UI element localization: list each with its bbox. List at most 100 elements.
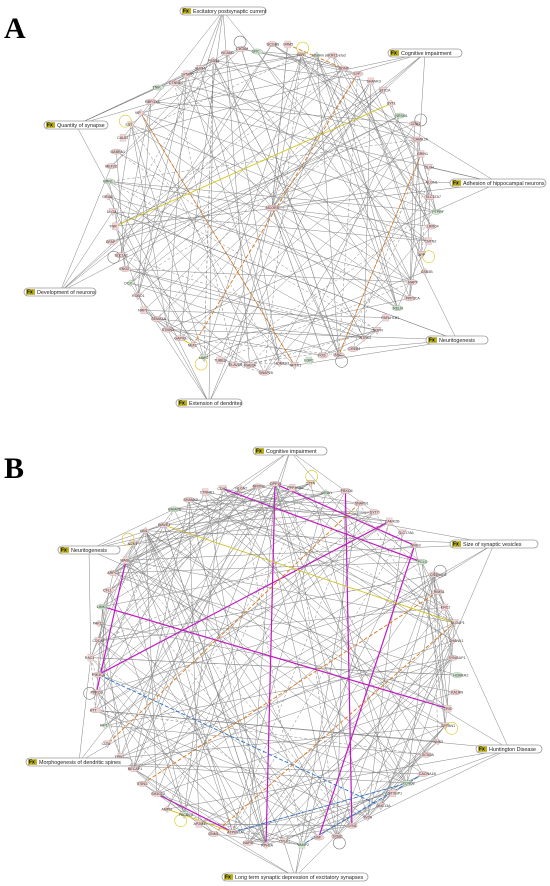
gene-node[interactable]: GFAP — [106, 239, 118, 245]
gene-node[interactable]: KIF11 — [327, 52, 339, 59]
gene-node[interactable]: GSK3B — [421, 267, 434, 276]
gene-node[interactable]: ELAVL4 — [228, 362, 242, 368]
gene-node[interactable]: VAMP2 — [297, 841, 309, 849]
gene-node[interactable]: CLTA — [102, 740, 112, 749]
gene-node[interactable]: BDNF — [337, 65, 350, 72]
gene-node[interactable]: GAP43 — [174, 335, 186, 342]
gene-node[interactable]: TNIK — [153, 84, 164, 91]
gene-node[interactable]: KCNQ2 — [401, 780, 415, 786]
gene-node[interactable]: DLG2 — [107, 208, 118, 217]
gene-node[interactable]: HTT — [90, 707, 102, 714]
gene-node[interactable]: ANK3 — [434, 737, 443, 746]
gene-node[interactable]: ABI1 — [140, 527, 150, 535]
gene-node[interactable]: TUBB3 — [214, 356, 226, 365]
gene-node[interactable]: CDC42 — [93, 637, 105, 646]
gene-node[interactable]: CREB1 — [347, 346, 360, 352]
gene-node[interactable]: NRXN2 — [252, 483, 265, 490]
gene-node[interactable]: CPLX1 — [279, 837, 290, 846]
center-node[interactable] — [264, 204, 280, 212]
gene-node[interactable]: GRM5 — [283, 40, 293, 49]
gene-node[interactable]: SLC1A2 — [107, 250, 128, 264]
gene-node[interactable]: SNAP91 — [353, 500, 369, 507]
gene-node[interactable]: SV2A — [363, 813, 373, 822]
gene-node[interactable]: STX1A — [378, 86, 391, 95]
gene-node[interactable]: RAC1 — [85, 653, 95, 662]
gene-node[interactable]: ERC2 — [441, 603, 451, 612]
gene-node[interactable]: VIP — [135, 109, 145, 117]
gene-node[interactable]: PAFAH1B1 — [381, 313, 399, 322]
gene-node[interactable]: NSF — [313, 834, 325, 841]
gene-node[interactable]: RPH3A — [261, 841, 274, 849]
gene-node[interactable]: NLGN1 — [426, 178, 438, 186]
gene-node[interactable]: GRIA1 — [321, 489, 332, 497]
gene-node[interactable]: RBFOX3 — [145, 98, 160, 105]
gene-node[interactable]: SRC — [251, 48, 263, 55]
gene-node[interactable]: CNTN2 — [424, 237, 436, 245]
gene-node[interactable]: STXBP1 — [388, 789, 402, 798]
gene-node[interactable]: WAVE1 — [158, 522, 170, 528]
gene-node[interactable]: AP2M1 — [194, 820, 206, 828]
gene-node[interactable]: SNAP25 — [258, 370, 273, 376]
gene-node[interactable]: ROBO1 — [132, 292, 145, 301]
gene-node[interactable]: SEMA3A — [151, 316, 166, 322]
gene-node[interactable]: ENO2 — [119, 266, 131, 272]
gene-node[interactable]: CTNND2 — [168, 80, 184, 86]
gene-node[interactable]: DNM1 — [208, 831, 220, 837]
gene-node[interactable]: NCAM1 — [220, 50, 234, 56]
gene-node[interactable]: EAR1 — [296, 41, 310, 60]
gene-node[interactable]: STMN2 — [162, 326, 174, 333]
gene-node[interactable]: PPP3CA — [404, 295, 420, 302]
gene-node[interactable]: UNC13A — [376, 802, 391, 811]
gene-node[interactable]: SHANK3 — [367, 77, 381, 85]
gene-node[interactable]: SH3GL2 — [151, 791, 165, 797]
gene-node[interactable]: GNG3 — [411, 541, 421, 550]
gene-node[interactable]: NCK1 — [121, 532, 138, 549]
gene-node[interactable]: NRP1 — [138, 306, 148, 315]
gene-node[interactable]: NAPB — [242, 840, 254, 846]
gene-node[interactable]: NEFL — [188, 341, 197, 349]
gene-node[interactable]: NGFR — [372, 327, 384, 335]
gene-node[interactable]: DPP10 — [269, 481, 282, 487]
gene-node[interactable]: SHANK2 — [183, 497, 198, 503]
gene-node[interactable]: PSD95 — [208, 56, 219, 65]
gene-node[interactable]: SYN2 — [331, 833, 346, 850]
gene-node[interactable]: BAIAP2 — [168, 506, 181, 513]
gene-node[interactable]: PRKCG — [83, 686, 104, 700]
gene-node[interactable]: ATP6V1A — [226, 829, 243, 835]
gene-node[interactable]: FOS — [317, 352, 329, 359]
gene-node[interactable]: TRIO — [444, 704, 453, 713]
gene-node[interactable]: SYN1 — [346, 822, 358, 829]
gene-node[interactable]: SHISA — [195, 65, 206, 73]
gene-node[interactable]: DLG4 — [424, 164, 434, 172]
gene-node[interactable]: WASL — [120, 556, 130, 564]
gene-node[interactable]: PPP1R9A — [287, 484, 304, 492]
gene-node[interactable]: SHANK1 — [449, 636, 463, 645]
gene-node[interactable]: CAMK2A — [411, 136, 429, 143]
gene-node[interactable]: GABRA1 — [110, 148, 125, 155]
gene-node[interactable]: PACSIN1 — [174, 811, 194, 828]
gene-node[interactable]: CACNA1B — [417, 771, 437, 777]
gene-node[interactable]: RELN — [391, 305, 403, 311]
gene-node[interactable]: ITSN1 — [137, 781, 149, 787]
gene-node[interactable]: CNTNAP2 — [428, 564, 447, 578]
gene-node[interactable]: PTPRF — [430, 209, 445, 215]
gene-node[interactable]: CAMK2B — [385, 517, 400, 526]
gene-node[interactable]: L1CAM — [233, 35, 248, 52]
gene-node[interactable]: CTTN — [305, 470, 319, 488]
gene-node[interactable]: CALB1 — [117, 134, 128, 142]
gene-node[interactable]: CDH1 — [409, 113, 428, 127]
gene-node[interactable]: EGR1 — [304, 356, 314, 365]
